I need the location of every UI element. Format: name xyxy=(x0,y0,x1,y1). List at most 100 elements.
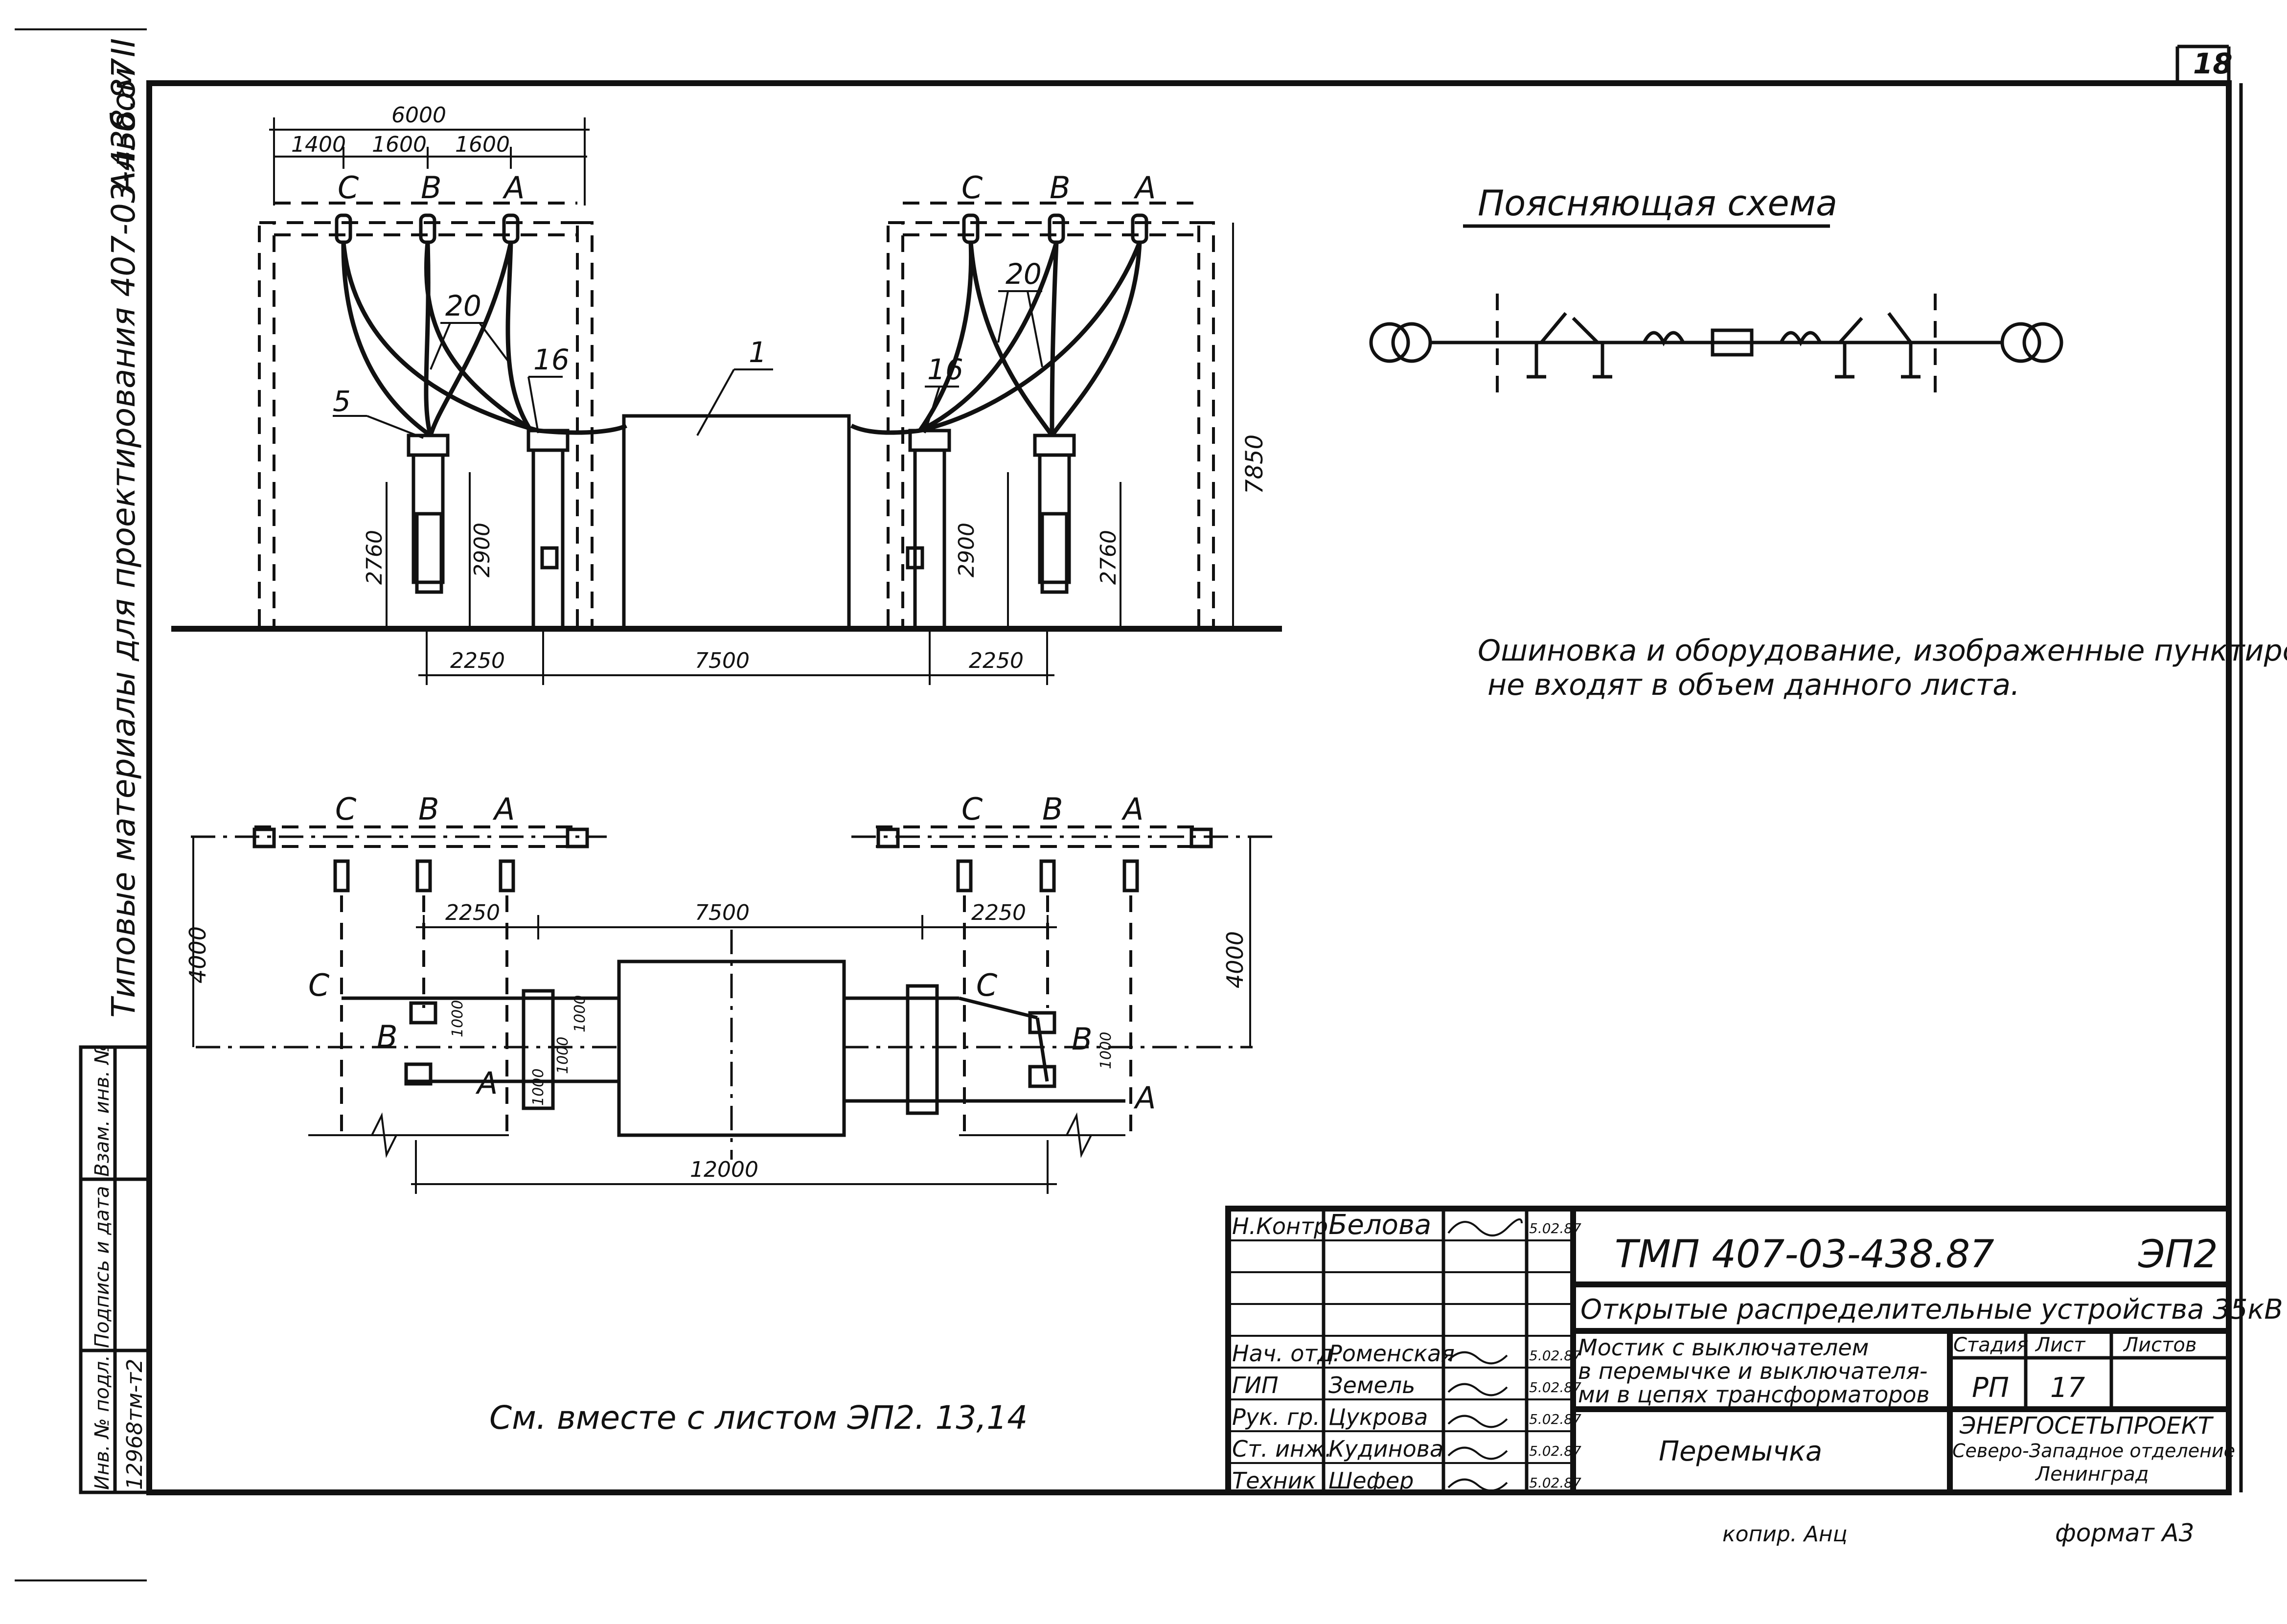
tb-org-line1: ЭНЕРГОСЕТЬПРОЕКТ xyxy=(1959,1412,2214,1440)
explanatory-scheme: Поясняющая схема Ошиновка и оборудование… xyxy=(1369,183,2287,702)
inv-value: 12968тм-т2 xyxy=(122,1359,147,1490)
tb-role-7: Ст. инж. xyxy=(1232,1436,1332,1462)
format-note: формат А3 xyxy=(2055,1519,2194,1547)
elev-left-phase-a: A xyxy=(502,170,525,206)
dim-6000: 6000 xyxy=(391,103,446,128)
plan-view: C B A C B A xyxy=(184,791,1272,1194)
plan-top-right-c: C xyxy=(961,791,983,827)
plan-top-right-a: A xyxy=(1121,791,1144,827)
plan-dim-1000-c: 1000 xyxy=(572,995,589,1032)
sign-label: Подпись и дата xyxy=(91,1186,114,1348)
tb-role-4: Нач. отд. xyxy=(1232,1340,1340,1367)
tb-name-6: Цукрова xyxy=(1328,1404,1428,1430)
page-number: 18 xyxy=(2193,47,2233,80)
tb-date-7: 5.02.87 xyxy=(1529,1443,1581,1459)
dim-1600-a: 1600 xyxy=(372,132,427,157)
plan-dim-1000-a: 1000 xyxy=(449,1000,466,1037)
tb-org-line3: Ленинград xyxy=(2035,1463,2149,1486)
plan-phase-b-left: B xyxy=(377,1019,398,1054)
callout-16-left: 16 xyxy=(533,343,570,376)
inv-label: Инв. № подл. xyxy=(91,1355,114,1490)
side-title: Типовые материалы для проектирования 407… xyxy=(105,58,142,1018)
plan-phase-c-left: C xyxy=(308,967,330,1003)
tb-desc-line1: Мостик с выключателем xyxy=(1578,1334,1869,1361)
plan-dim-2250-right: 2250 xyxy=(971,900,1026,925)
dim-1600-b: 1600 xyxy=(455,132,510,157)
dim-2760-right: 2760 xyxy=(1096,530,1121,585)
elev-left-phase-b: B xyxy=(421,170,442,206)
dim-2760-left: 2760 xyxy=(362,530,387,585)
scheme-note-line2: не входят в объем данного листа. xyxy=(1487,668,2020,702)
tb-project-title: Открытые распределительные устройства 35… xyxy=(1580,1294,2283,1326)
left-registration-strip: Взам. инв. № Подпись и дата Инв. № подл.… xyxy=(79,1044,151,1494)
callout-1: 1 xyxy=(749,336,767,369)
replace-label: Взам. инв. № xyxy=(91,1044,114,1177)
callout-16-right: 16 xyxy=(927,353,963,386)
elev-right-phase-b: B xyxy=(1050,170,1071,206)
dim-2900-left: 2900 xyxy=(470,523,495,577)
scheme-title: Поясняющая схема xyxy=(1478,183,1837,224)
tb-name-0: Белова xyxy=(1328,1209,1431,1241)
tb-org-line2: Северо-Западное отделение xyxy=(1952,1440,2235,1462)
side-album: Альбом II xyxy=(105,38,142,195)
tb-doc-number: ТМП 407-03-438.87 xyxy=(1615,1233,1994,1277)
plan-dim-7500: 7500 xyxy=(695,900,750,925)
dim-2250-left: 2250 xyxy=(450,648,505,673)
tb-date-8: 5.02.87 xyxy=(1529,1475,1581,1491)
tb-date-6: 5.02.87 xyxy=(1529,1411,1581,1427)
dim-7850: 7850 xyxy=(1241,435,1268,494)
tb-sheet-header: Лист xyxy=(2035,1334,2086,1356)
tb-stage: РП xyxy=(1972,1372,2009,1404)
see-also-note: См. вместе с листом ЭП2. 13,14 xyxy=(489,1399,1028,1437)
plan-phase-a-left: A xyxy=(475,1065,498,1101)
scheme-note-line1: Ошиновка и оборудование, изображенные пу… xyxy=(1478,634,2287,668)
copier-note: копир. Анц xyxy=(1722,1522,1848,1547)
plan-dim-1000-b: 1000 xyxy=(554,1037,572,1074)
plan-dim-4000-right: 4000 xyxy=(1222,931,1248,988)
elev-right-phase-a: A xyxy=(1133,170,1156,206)
tb-role-6: Рук. гр. xyxy=(1232,1404,1320,1430)
tb-stage-header: Стадия xyxy=(1953,1334,2028,1356)
plan-top-left-b: B xyxy=(418,791,439,827)
tb-desc-line3: ми в цепях трансформаторов xyxy=(1578,1381,1930,1408)
plan-phase-b-right: B xyxy=(1072,1021,1093,1057)
tb-date-5: 5.02.87 xyxy=(1529,1379,1581,1395)
elevation-view: C B A C B A 6000 1400 1600 1600 2760 290… xyxy=(171,103,1282,685)
dim-2900-right: 2900 xyxy=(954,523,979,577)
dim-7500-elev: 7500 xyxy=(695,648,750,673)
plan-top-left-c: C xyxy=(335,791,357,827)
sheet-frame xyxy=(15,28,2243,1581)
tb-name-7: Кудинова xyxy=(1328,1436,1443,1462)
title-block: Н.Контр Белова 5.02.87 Нач. отд. ГИП Рук… xyxy=(1225,1206,2283,1495)
callout-5: 5 xyxy=(333,385,351,418)
plan-top-right-b: B xyxy=(1042,791,1063,827)
plan-phase-a-right: A xyxy=(1133,1080,1156,1116)
plan-dim-1000-d: 1000 xyxy=(1098,1032,1115,1069)
tb-name-4: Роменская xyxy=(1328,1340,1455,1367)
plan-dim-2250-left: 2250 xyxy=(445,900,500,925)
tb-sheet-no: 17 xyxy=(2050,1372,2085,1404)
tb-sheets-header: Листов xyxy=(2123,1334,2196,1356)
tb-doc-code: ЭП2 xyxy=(2138,1233,2218,1277)
plan-dim-1000-e: 1000 xyxy=(530,1069,547,1106)
elev-right-phase-c: C xyxy=(961,170,983,206)
callout-20-right: 20 xyxy=(1006,257,1042,291)
elev-left-phase-c: C xyxy=(338,170,359,206)
plan-dim-12000: 12000 xyxy=(690,1157,758,1182)
tb-name-5: Земель xyxy=(1328,1372,1415,1398)
plan-phase-c-right: C xyxy=(976,967,998,1003)
tb-role-8: Техник xyxy=(1232,1467,1316,1494)
tb-sheet-name: Перемычка xyxy=(1659,1436,1822,1467)
dim-1400: 1400 xyxy=(291,132,346,157)
tb-role-0: Н.Контр xyxy=(1232,1213,1328,1239)
dim-2250-right: 2250 xyxy=(969,648,1024,673)
plan-top-left-a: A xyxy=(492,791,515,827)
callout-20-left: 20 xyxy=(445,289,481,322)
tb-role-5: ГИП xyxy=(1232,1372,1279,1398)
plan-dim-4000-left: 4000 xyxy=(184,926,211,984)
tb-desc-line2: в перемычке и выключателя- xyxy=(1578,1358,1928,1384)
tb-name-8: Шефер xyxy=(1328,1467,1414,1494)
tb-date-0: 5.02.87 xyxy=(1529,1220,1581,1236)
tb-date-4: 5.02.87 xyxy=(1529,1348,1581,1364)
